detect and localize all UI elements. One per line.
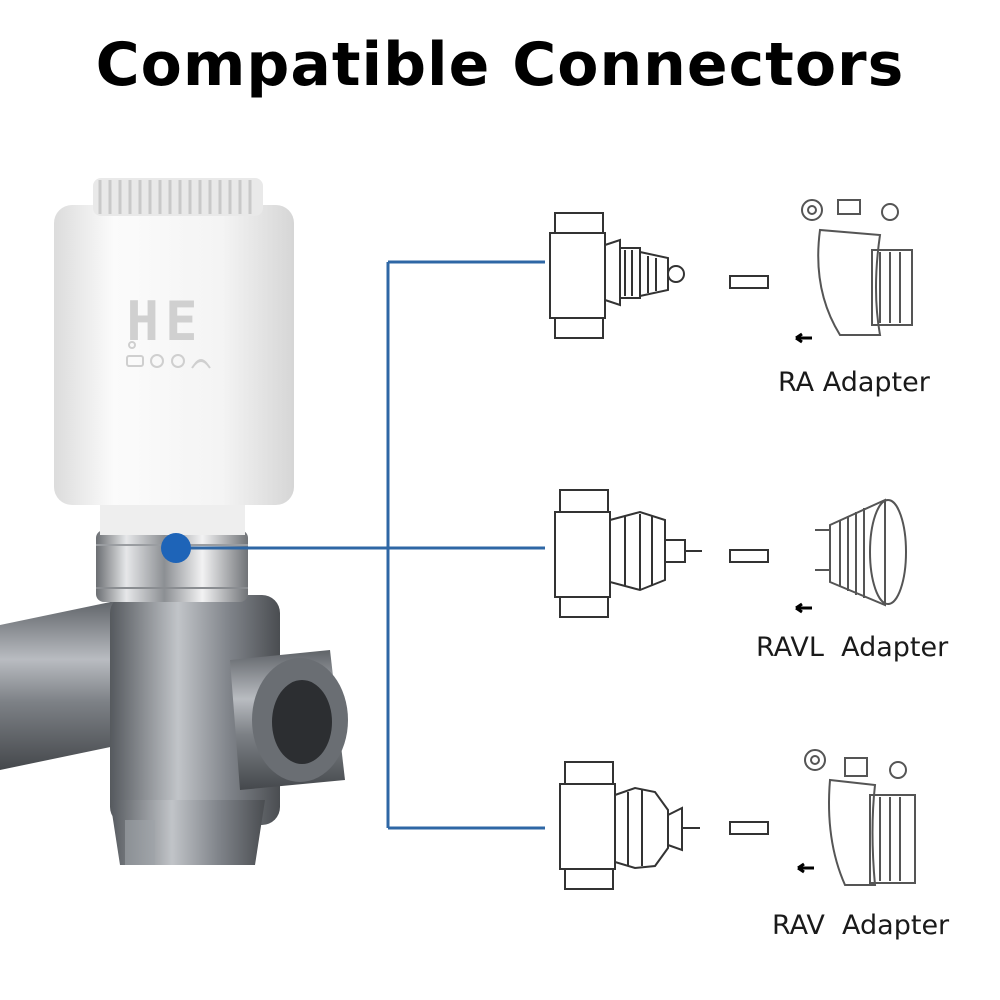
ravl-adapter-drawing — [815, 498, 907, 607]
ravl-adapter-label: RAVL Adapter — [756, 632, 949, 663]
rav-arrow-icon — [797, 862, 814, 874]
status-icons — [126, 341, 211, 369]
ravl-pin — [729, 549, 769, 563]
leaf-icon — [150, 354, 164, 368]
ra-adapter-drawing — [801, 199, 913, 336]
valve-body-photo — [0, 595, 348, 865]
led-display: HE — [126, 290, 203, 353]
dot-icon — [128, 341, 136, 349]
ravl-arrow-icon — [795, 602, 812, 614]
knurled-knob — [98, 180, 252, 214]
ra-valve-drawing — [549, 212, 685, 339]
ra-pin — [729, 275, 769, 289]
rav-pin — [729, 821, 769, 835]
signal-icon — [191, 359, 211, 369]
thermostat-head: HE — [54, 178, 294, 535]
wifi-icon — [171, 354, 185, 368]
rav-adapter-label: RAV Adapter — [772, 910, 950, 941]
rav-adapter-drawing — [804, 749, 916, 886]
battery-icon — [126, 355, 144, 367]
rav-valve-drawing — [559, 761, 700, 890]
ra-arrow-icon — [795, 332, 812, 344]
ra-adapter-label: RA Adapter — [778, 367, 930, 398]
connector-lines — [175, 260, 545, 830]
connector-dot — [161, 533, 191, 563]
ravl-valve-drawing — [554, 489, 702, 618]
page-title: Compatible Connectors — [95, 30, 905, 100]
